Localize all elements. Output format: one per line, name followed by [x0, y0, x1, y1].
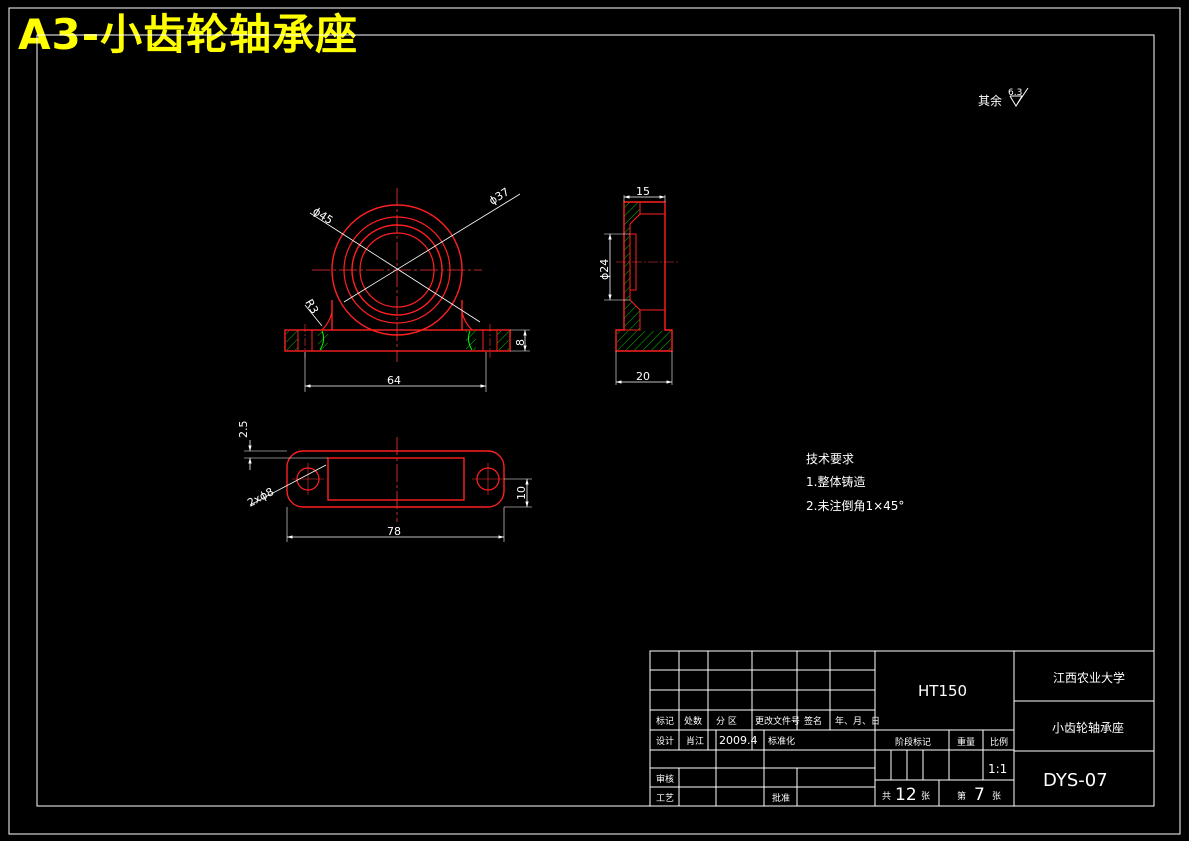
tech-item-2: 2.未注倒角1×45°	[806, 498, 904, 513]
stage-label: 阶段标记	[895, 736, 931, 748]
drawing-number: DYS-07	[1043, 770, 1108, 791]
hdr-change-doc: 更改文件号	[755, 715, 800, 727]
weight-label: 重量	[957, 736, 975, 748]
roughness-label: 其余	[978, 93, 1002, 108]
hdr-mark: 标记	[656, 715, 674, 727]
title-block-text: 标记 处数 分 区 更改文件号 签名 年、月、日 设计 肖江 2009.4 标准…	[656, 670, 1125, 805]
tech-item-1: 1.整体铸造	[806, 474, 865, 489]
design-date: 2009.4	[719, 734, 758, 747]
material: HT150	[918, 682, 967, 700]
total-sheets: 12	[895, 785, 917, 805]
dim-top-holes: 2xϕ8	[245, 485, 276, 510]
top-view: 2.5 2xϕ8 10 78	[237, 421, 532, 542]
dim-front-dia-inner: ϕ37	[487, 185, 512, 207]
dim-front-dia-outer: ϕ45	[310, 205, 335, 227]
scale-label: 比例	[990, 736, 1008, 748]
tech-heading: 技术要求	[806, 452, 854, 466]
dim-front-width: 64	[387, 374, 401, 387]
side-view: 15 ϕ24 20	[598, 185, 680, 385]
front-view: ϕ45 ϕ37 R3 8 64	[284, 185, 530, 392]
total-prefix: 共	[882, 791, 891, 802]
approve-label: 批准	[772, 792, 790, 804]
title-block	[649, 650, 1155, 807]
scale-value: 1:1	[988, 762, 1007, 776]
hdr-count: 处数	[684, 715, 702, 727]
sheet-unit: 张	[992, 791, 1001, 802]
dim-side-bore: ϕ24	[598, 259, 611, 280]
sheet-number: 7	[974, 785, 985, 805]
dim-front-radius: R3	[302, 297, 321, 316]
dim-top-length: 78	[387, 525, 401, 538]
dim-top-height: 10	[515, 486, 528, 500]
outer-border	[8, 7, 1181, 835]
total-unit: 张	[921, 791, 930, 802]
hdr-sign: 签名	[804, 715, 822, 727]
design-label: 设计	[656, 735, 674, 747]
designer-name: 肖江	[686, 735, 704, 747]
dim-side-width-top: 15	[636, 185, 650, 198]
review-label: 审核	[656, 773, 674, 785]
process-label: 工艺	[656, 793, 674, 804]
sheet-prefix: 第	[957, 790, 966, 802]
hdr-zone: 分 区	[716, 716, 737, 727]
tech-requirements: 技术要求 1.整体铸造 2.未注倒角1×45°	[806, 452, 904, 513]
dim-top-small: 2.5	[237, 421, 250, 439]
std-label: 标准化	[768, 735, 795, 747]
part-name: 小齿轮轴承座	[1052, 720, 1124, 735]
dim-side-width-bottom: 20	[636, 370, 650, 383]
school-name: 江西农业大学	[1053, 670, 1125, 685]
surface-roughness-note: 其余 6.3	[978, 87, 1029, 108]
dim-front-base-height: 8	[514, 339, 527, 346]
inner-border	[36, 34, 1155, 807]
hdr-date: 年、月、日	[835, 715, 880, 727]
roughness-value: 6.3	[1008, 88, 1022, 98]
